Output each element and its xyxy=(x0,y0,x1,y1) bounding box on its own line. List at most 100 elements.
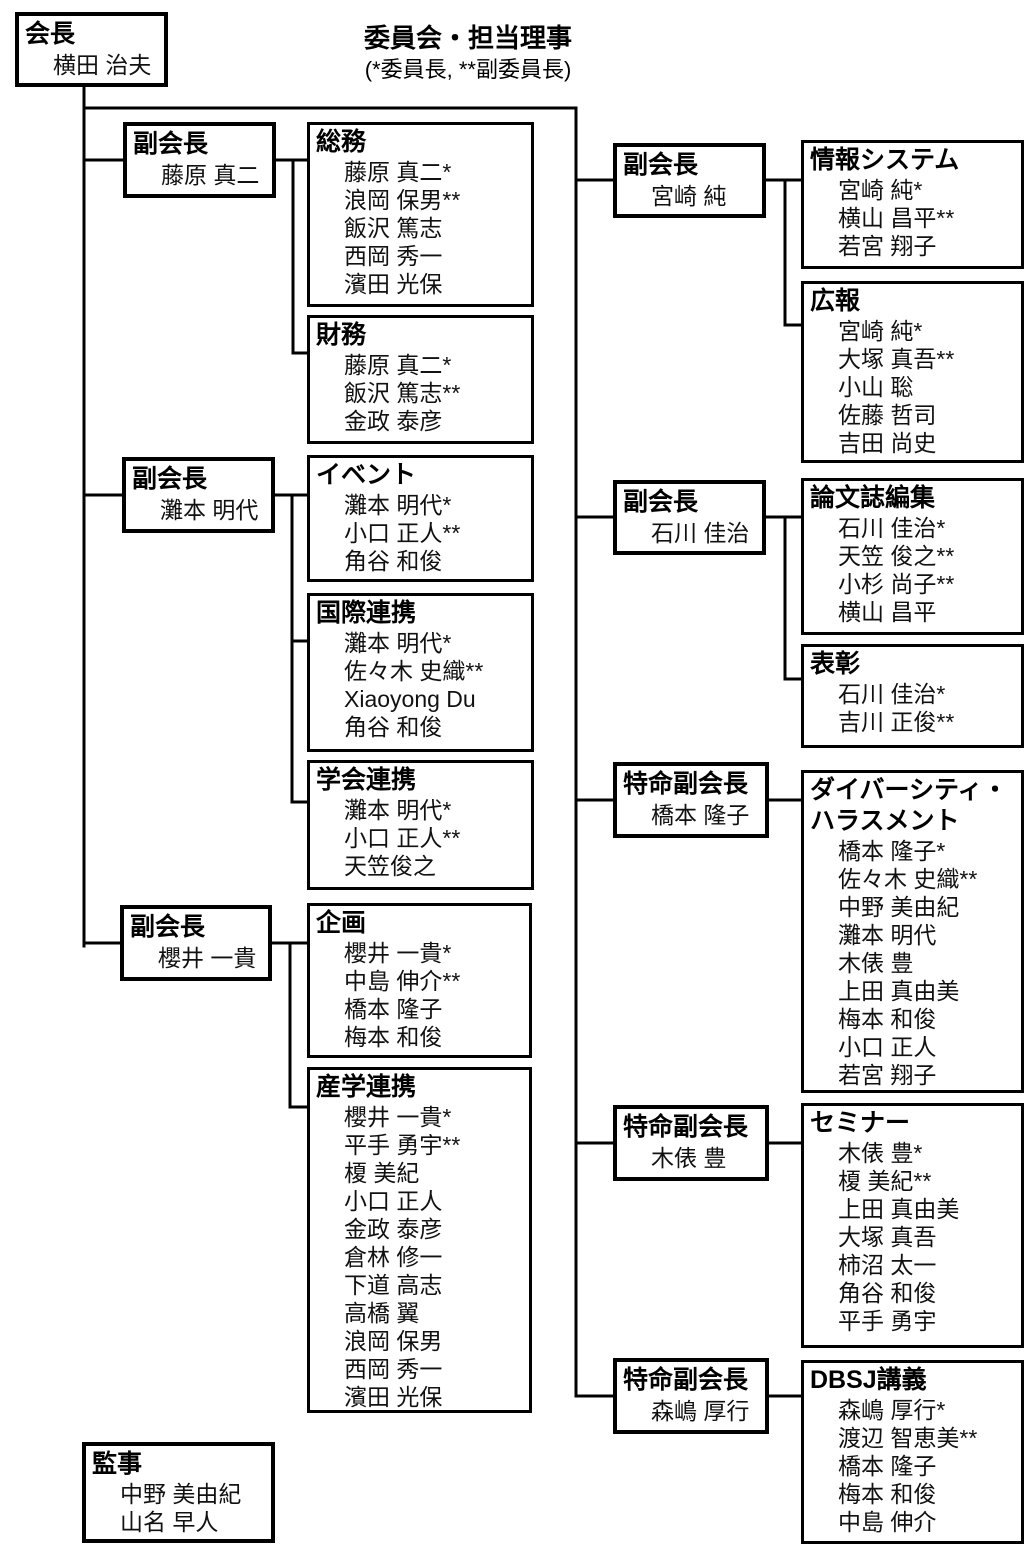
committee-box-gakkai-renkei: 学会連携 灘本 明代*小口 正人**天笠俊之 xyxy=(307,760,534,890)
member-name: 柿沼 太一 xyxy=(838,1252,937,1278)
member-name: 吉川 正俊** xyxy=(838,709,955,735)
member-name: 橋本 隆子 xyxy=(344,996,443,1022)
member-name: 小口 正人 xyxy=(838,1034,937,1060)
role-name: 藤原 真二 xyxy=(161,162,260,188)
role-name: 宮崎 純 xyxy=(651,183,727,209)
member-name: 飯沢 篤志 xyxy=(344,215,443,241)
member-name: 藤原 真二* xyxy=(344,352,452,378)
member-name: 吉田 尚史 xyxy=(838,430,937,456)
member-name: 藤原 真二* xyxy=(344,159,452,185)
member-name: 金政 泰彦 xyxy=(344,408,443,434)
member-name: 角谷 和俊 xyxy=(344,548,443,574)
vice-chair-box-natamoto: 副会長 灘本 明代 xyxy=(122,457,275,533)
member-name: 金政 泰彦 xyxy=(344,1216,443,1242)
member-name: 小口 正人 xyxy=(344,1188,443,1214)
role-title: 副会長 xyxy=(130,913,206,941)
member-name: 山名 早人 xyxy=(120,1509,219,1535)
member-name: 梅本 和俊 xyxy=(838,1006,937,1032)
member-name: Xiaoyong Du xyxy=(344,686,476,712)
chart-title: 委員会・担当理事 xyxy=(363,23,572,53)
member-name: 榎 美紀** xyxy=(838,1168,932,1194)
role-name: 石川 佳治 xyxy=(651,520,750,546)
member-name: 灘本 明代* xyxy=(344,492,452,518)
member-list: 橋本 隆子*佐々木 史織**中野 美由紀灘本 明代木俵 豊上田 真由美梅本 和俊… xyxy=(810,837,1015,1089)
role-title: 特命副会長 xyxy=(623,1366,749,1394)
committee-title: DBSJ講義 xyxy=(810,1366,927,1394)
member-name: 宮崎 純* xyxy=(838,318,923,344)
vice-chair-box-sakurai: 副会長 櫻井 一貴 xyxy=(120,905,272,981)
member-list: 石川 佳治*吉川 正俊** xyxy=(810,680,1015,736)
committee-box-diversity-harassment: ダイバーシティ・ハラスメント 橋本 隆子*佐々木 史織**中野 美由紀灘本 明代… xyxy=(801,770,1024,1093)
committee-box-zaimu: 財務 藤原 真二*飯沢 篤志**金政 泰彦 xyxy=(307,315,534,444)
member-name: 橋本 隆子* xyxy=(838,838,946,864)
committee-box-event: イベント 灘本 明代*小口 正人**角谷 和俊 xyxy=(307,455,534,582)
member-name: 中野 美由紀 xyxy=(838,894,960,920)
member-name: 橋本 隆子 xyxy=(838,1453,937,1479)
member-name: 灘本 明代 xyxy=(838,922,937,948)
committee-title: 国際連携 xyxy=(316,599,417,627)
member-name: 天笠俊之 xyxy=(344,853,436,879)
committee-title: 財務 xyxy=(316,321,367,349)
member-name: 木俵 豊 xyxy=(838,950,914,976)
chart-header: 委員会・担当理事 (*委員長, **副委員長) xyxy=(298,20,638,84)
member-name: 佐々木 史織** xyxy=(344,658,484,684)
role-title: 特命副会長 xyxy=(623,1113,749,1141)
role-name: 木俵 豊 xyxy=(651,1145,727,1171)
committee-box-sangaku-renkei: 産学連携 櫻井 一貴*平手 勇宇**榎 美紀小口 正人金政 泰彦倉林 修一下道 … xyxy=(307,1067,532,1413)
member-list: 藤原 真二*飯沢 篤志**金政 泰彦 xyxy=(316,351,525,435)
member-list: 宮崎 純*横山 昌平**若宮 翔子 xyxy=(810,176,1015,260)
member-name: 濱田 光保 xyxy=(344,271,443,297)
member-name: 小山 聡 xyxy=(838,374,914,400)
committee-title: イベント xyxy=(316,461,417,489)
member-name: 高橋 翼 xyxy=(344,1300,420,1326)
member-name: 森嶋 厚行* xyxy=(838,1397,946,1423)
member-name: 浪岡 保男** xyxy=(344,187,461,213)
member-list: 藤原 真二*浪岡 保男**飯沢 篤志西岡 秀一濱田 光保 xyxy=(316,158,525,298)
member-name: 横山 昌平** xyxy=(838,205,955,231)
committee-title: 表彰 xyxy=(810,650,861,678)
committee-box-seminar: セミナー 木俵 豊*榎 美紀**上田 真由美大塚 真吾柿沼 太一角谷 和俊平手 … xyxy=(801,1103,1024,1348)
member-name: 中島 伸介** xyxy=(344,968,461,994)
member-name: 石川 佳治* xyxy=(838,515,946,541)
member-name: 平手 勇宇 xyxy=(838,1308,937,1334)
member-name: 大塚 真吾 xyxy=(838,1224,937,1250)
member-name: 小口 正人** xyxy=(344,825,461,851)
member-list: 灘本 明代*小口 正人**角谷 和俊 xyxy=(316,491,525,575)
member-name: 佐々木 史織** xyxy=(838,866,978,892)
member-name: 浪岡 保男 xyxy=(344,1328,443,1354)
role-name: 橋本 隆子 xyxy=(651,802,750,828)
role-name: 櫻井 一貴 xyxy=(158,945,257,971)
member-name: 濱田 光保 xyxy=(344,1384,443,1410)
vice-chair-box-miyazaki: 副会長 宮崎 純 xyxy=(613,143,766,218)
member-name: 天笠 俊之** xyxy=(838,543,955,569)
member-name: 櫻井 一貴* xyxy=(344,1104,452,1130)
vice-chair-box-fujiwara: 副会長 藤原 真二 xyxy=(123,122,276,198)
committee-title: 学会連携 xyxy=(316,766,417,794)
member-name: 西岡 秀一 xyxy=(344,1356,443,1382)
role-title: 会長 xyxy=(25,20,76,48)
role-title: 副会長 xyxy=(623,151,699,179)
member-name: 梅本 和俊 xyxy=(838,1481,937,1507)
member-name: 梅本 和俊 xyxy=(344,1024,443,1050)
member-name: 渡辺 智恵美** xyxy=(838,1425,978,1451)
committee-box-ronbunshi-henshu: 論文誌編集 石川 佳治*天笠 俊之**小杉 尚子**横山 昌平 xyxy=(801,478,1024,635)
member-name: 木俵 豊* xyxy=(838,1140,923,1166)
member-name: 小杉 尚子** xyxy=(838,571,955,597)
member-name: 横山 昌平 xyxy=(838,599,937,625)
committee-box-kikaku: 企画 櫻井 一貴*中島 伸介**橋本 隆子梅本 和俊 xyxy=(307,903,532,1058)
special-vice-chair-box-hashimoto: 特命副会長 橋本 隆子 xyxy=(613,762,769,838)
role-name: 森嶋 厚行 xyxy=(651,1398,750,1424)
committee-title: 産学連携 xyxy=(316,1073,417,1101)
member-name: 上田 真由美 xyxy=(838,1196,960,1222)
committee-title: 情報システム xyxy=(810,146,960,174)
member-name: 宮崎 純* xyxy=(838,177,923,203)
auditors-title: 監事 xyxy=(92,1450,143,1478)
committee-title: セミナー xyxy=(810,1109,911,1137)
auditors-box: 監事 中野 美由紀山名 早人 xyxy=(82,1442,275,1543)
role-name: 横田 治夫 xyxy=(53,52,152,78)
committee-title: 総務 xyxy=(316,128,367,156)
